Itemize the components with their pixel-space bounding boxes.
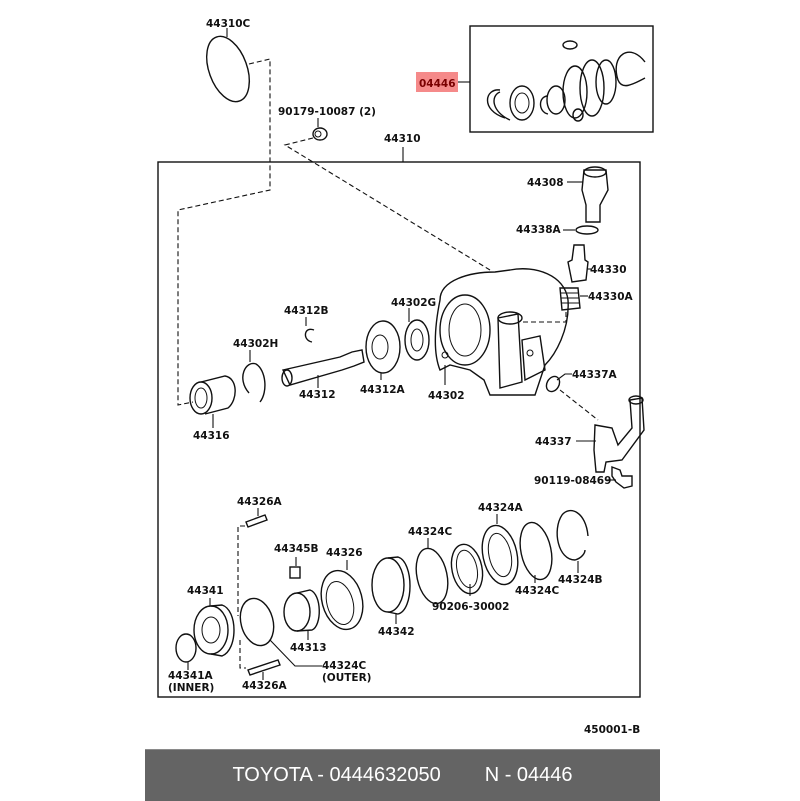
- label-44324C-outer-note[interactable]: (OUTER): [322, 672, 371, 684]
- label-44330A[interactable]: 44330A: [588, 291, 634, 303]
- part-44324C-outer[interactable]: [235, 595, 278, 650]
- figure-code: 450001-B: [584, 724, 640, 736]
- part-44312[interactable]: [281, 349, 365, 387]
- part-44345B[interactable]: [289, 566, 301, 579]
- part-44324B[interactable]: [556, 509, 589, 561]
- part-44316[interactable]: [189, 375, 236, 415]
- part-44341[interactable]: [193, 605, 229, 655]
- kit-seal-rings: [486, 40, 646, 122]
- part-44330[interactable]: [567, 244, 589, 283]
- label-44338A[interactable]: 44338A: [516, 224, 562, 236]
- label-90179-10087[interactable]: 90179-10087 (2): [278, 106, 376, 118]
- part-44308[interactable]: [581, 169, 609, 223]
- label-44324A[interactable]: 44324A: [478, 502, 524, 514]
- label-90119-08469[interactable]: 90119-08469: [534, 475, 611, 487]
- label-44312[interactable]: 44312: [299, 389, 336, 401]
- part-number-footer: TOYOTA - 0444632050 N - 04446: [145, 749, 660, 801]
- label-04446[interactable]: 04446: [419, 78, 456, 90]
- label-44302H[interactable]: 44302H: [233, 338, 278, 350]
- brand-part-number: TOYOTA - 0444632050: [232, 764, 441, 786]
- label-44326[interactable]: 44326: [326, 547, 363, 559]
- part-44302G[interactable]: [404, 319, 430, 361]
- part-44313[interactable]: [283, 592, 311, 632]
- label-44316[interactable]: 44316: [193, 430, 230, 442]
- label-44345B[interactable]: 44345B: [274, 543, 319, 555]
- reference-number: N - 04446: [484, 764, 573, 786]
- label-44310[interactable]: 44310: [384, 133, 421, 145]
- highlight-04446: [416, 72, 458, 92]
- part-90206-30002[interactable]: [447, 541, 487, 596]
- part-44310C[interactable]: [199, 31, 258, 108]
- label-44324C-2[interactable]: 44324C: [515, 585, 560, 597]
- part-44326A-pin-bottom[interactable]: [247, 659, 281, 676]
- part-44337A[interactable]: [544, 374, 562, 394]
- label-44342[interactable]: 44342: [378, 626, 415, 638]
- label-44302G[interactable]: 44302G: [391, 297, 436, 309]
- label-44312A[interactable]: 44312A: [360, 384, 406, 396]
- kit-box-04446: [469, 25, 654, 133]
- label-44341A[interactable]: 44341A: [168, 670, 214, 682]
- label-44308[interactable]: 44308: [527, 177, 564, 189]
- part-90179-10087[interactable]: [312, 127, 328, 141]
- label-44341[interactable]: 44341: [187, 585, 224, 597]
- label-90206-30002[interactable]: 90206-30002: [432, 601, 509, 613]
- part-44337[interactable]: [593, 397, 645, 473]
- part-44324A[interactable]: [477, 522, 523, 588]
- part-90119-08469[interactable]: [611, 465, 633, 489]
- label-44310C[interactable]: 44310C: [206, 18, 251, 30]
- label-44330[interactable]: 44330: [590, 264, 627, 276]
- label-44326A-top[interactable]: 44326A: [237, 496, 283, 508]
- part-44326[interactable]: [315, 566, 369, 634]
- label-44324B[interactable]: 44324B: [558, 574, 603, 586]
- part-44324C-2[interactable]: [515, 520, 556, 583]
- label-44337A[interactable]: 44337A: [572, 369, 618, 381]
- part-44312A[interactable]: [365, 320, 401, 374]
- label-44313[interactable]: 44313: [290, 642, 327, 654]
- label-44324C-outer[interactable]: 44324C: [322, 660, 367, 672]
- part-44341A[interactable]: [175, 633, 197, 663]
- label-44326A-bottom[interactable]: 44326A: [242, 680, 288, 692]
- assembly-frame-44310: [157, 161, 641, 698]
- part-44338A[interactable]: [575, 225, 599, 235]
- part-44312B[interactable]: [304, 328, 315, 343]
- label-44312B[interactable]: 44312B: [284, 305, 329, 317]
- part-44342[interactable]: [371, 557, 405, 613]
- label-44337[interactable]: 44337: [535, 436, 572, 448]
- part-44330A[interactable]: [559, 287, 581, 311]
- part-44302H[interactable]: [242, 362, 266, 403]
- part-44326A-pin-top[interactable]: [245, 514, 268, 528]
- part-44302[interactable]: [434, 268, 569, 396]
- label-44341A-inner[interactable]: (INNER): [168, 682, 214, 694]
- part-44324C-1[interactable]: [412, 545, 453, 606]
- label-44324C-1[interactable]: 44324C: [408, 526, 453, 538]
- label-44302[interactable]: 44302: [428, 390, 465, 402]
